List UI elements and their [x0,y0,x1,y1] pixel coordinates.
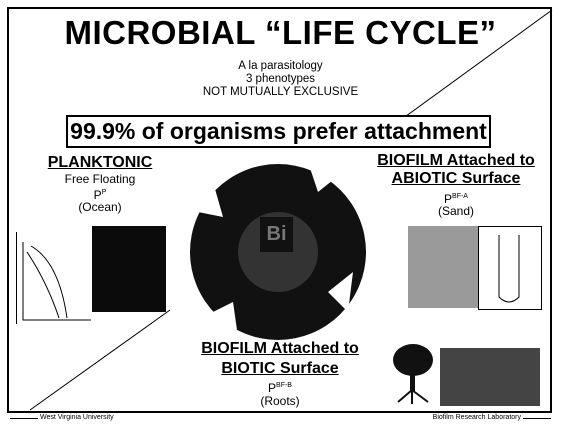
planktonic-micrograph-image [92,226,166,312]
biotic-symbol: PBF-B [180,379,380,395]
abiotic-drawing-image [478,226,542,310]
tree-image [388,340,438,406]
abiotic-location: (Sand) [356,204,556,218]
biotic-heading-line-2: BIOTIC Surface [180,360,380,378]
footer: West Virginia University Biofilm Researc… [10,413,551,423]
slide-title: MICROBIAL “LIFE CYCLE” [0,14,561,52]
cycle-center-label: Bi [260,217,293,252]
subtitle-line-1: A la parasitology [0,60,561,73]
abiotic-heading-line-2: ABIOTIC Surface [356,170,556,188]
subtitle-line-2: 3 phenotypes [0,73,561,86]
abiotic-micrograph-image [408,226,478,308]
footer-lab: Biofilm Research Laboratory [433,414,521,421]
biotic-location: (Roots) [180,394,380,408]
attachment-banner: 99.9% of organisms prefer attachment [66,115,491,148]
abiotic-heading-line-1: BIOFILM Attached to [356,152,556,170]
life-cycle-diagram [178,152,378,352]
footer-university: West Virginia University [40,414,114,421]
biotic-heading-line-1: BIOFILM Attached to [180,340,380,358]
planktonic-heading: PLANKTONIC [40,154,160,172]
root-biofilm-micrograph-image [440,348,540,406]
planktonic-free-floating: Free Floating [40,172,160,186]
subtitle-line-3: NOT MUTUALLY EXCLUSIVE [0,86,561,99]
planktonic-graph-image [16,232,93,324]
planktonic-location: (Ocean) [40,200,160,214]
